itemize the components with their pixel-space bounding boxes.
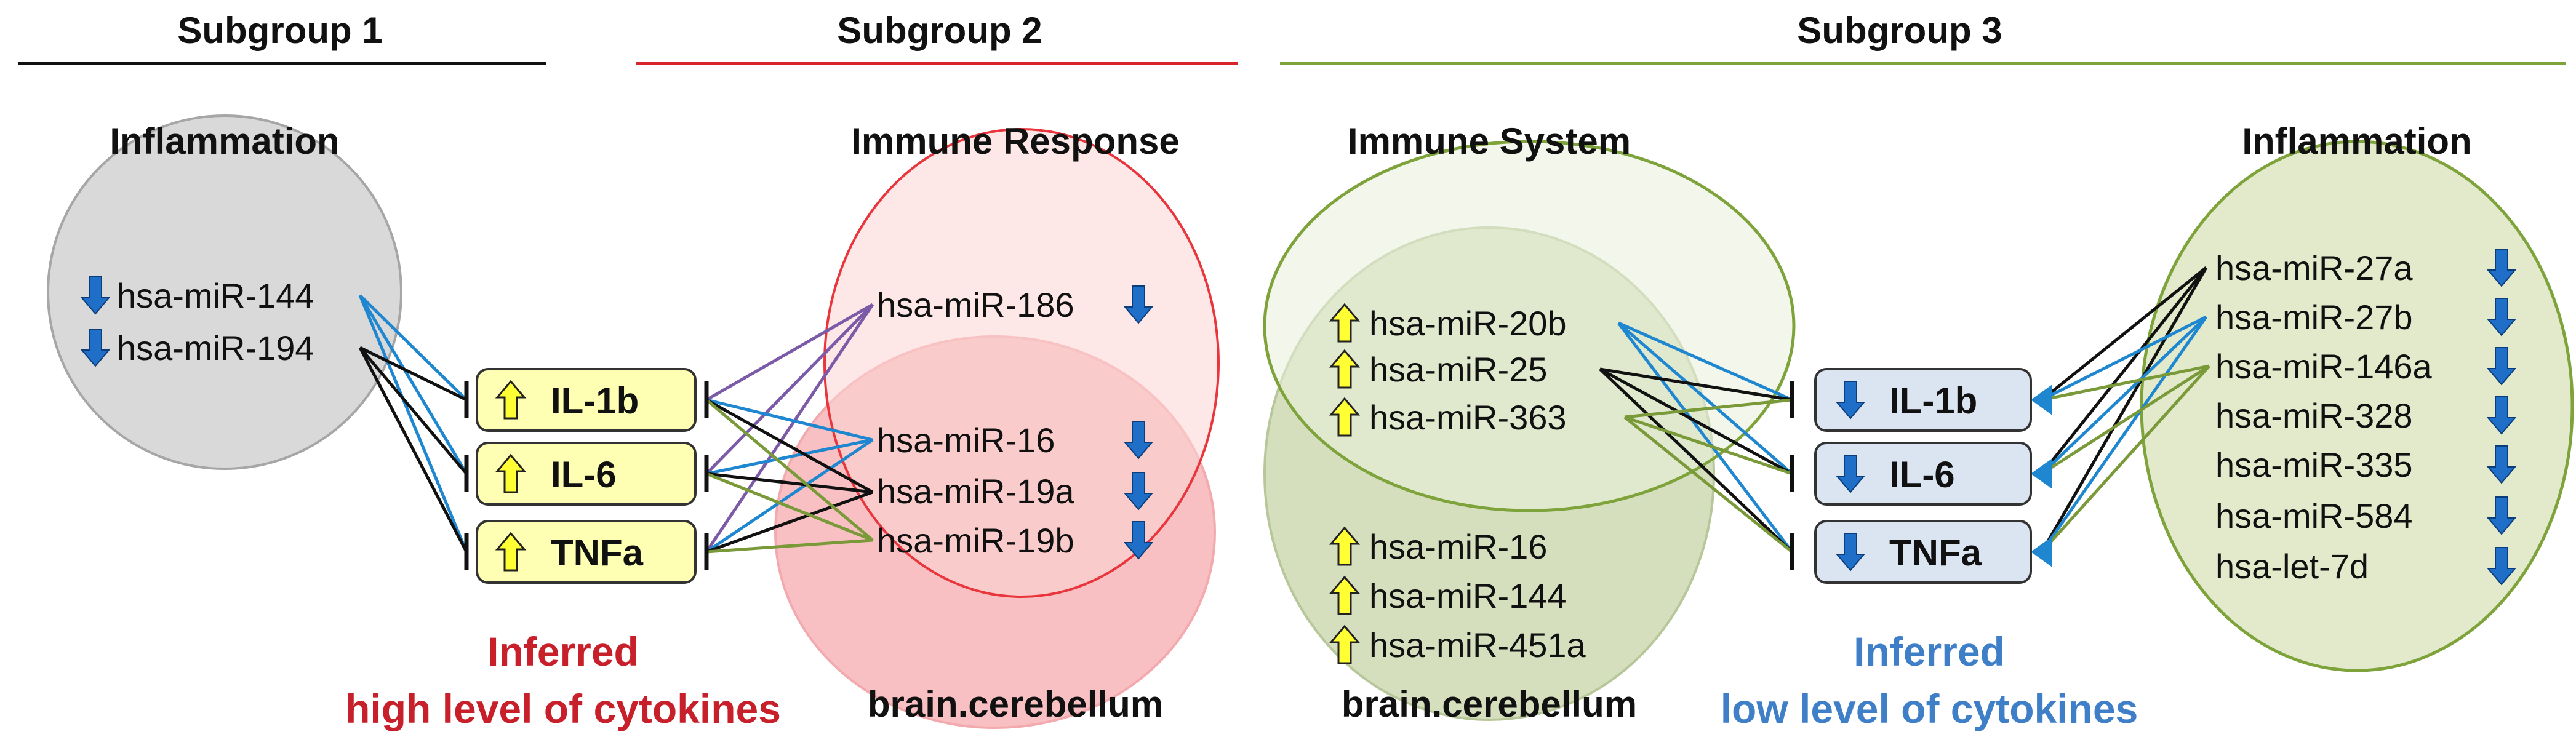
interaction-edges [358,266,2210,567]
subgroup2-section-title: Immune Response [851,121,1179,162]
edge [1624,415,1793,476]
edge [2041,266,2207,401]
edge [705,399,874,541]
subgroup3-left-mirna-list: hsa-miR-20b hsa-miR-25 hsa-miR-363 hsa-m… [1330,303,1586,664]
mirna-label: hsa-miR-328 [2215,396,2413,435]
mirna-label: hsa-miR-144 [1369,576,1567,615]
cytokine-box-il6 [1814,442,2032,506]
mirna-label: hsa-let-7d [2215,547,2369,586]
edge [1624,398,1793,419]
subgroup3-immune-system-title: Immune System [1348,121,1631,162]
edge [2040,266,2208,553]
edge [705,438,874,554]
edge [1617,322,1793,475]
edge [2041,266,2207,475]
edge [1599,367,1793,476]
edge [1599,368,1793,553]
cytokine-label: IL-6 [551,454,617,495]
mirna-label: hsa-miR-16 [877,421,1055,460]
subgroup2-immune-response-ellipse [823,128,1220,598]
subgroup1-inferred-line2: high level of cytokines [345,686,781,731]
mirna-label: hsa-miR-19b [877,521,1074,560]
cytokine-label: TNFa [1889,532,1982,573]
edge [2040,316,2208,553]
arrowhead [2031,458,2052,489]
edge [1617,322,1793,553]
mirna-label: hsa-miR-584 [2215,496,2413,535]
cytokine-box-il1b [476,368,697,432]
mirna-label: hsa-miR-146a [2215,347,2433,386]
edge [706,438,873,476]
cytokine-box-tnfa [476,520,697,584]
edge [359,294,468,401]
arrowhead [2031,536,2052,567]
edge [358,294,468,475]
subgroup3-inflammation-title: Inflammation [2242,121,2471,162]
edge [705,398,874,494]
mirna-label: hsa-miR-16 [1369,527,1547,566]
cytokine-label: IL-1b [1889,380,1977,421]
mirna-label: hsa-miR-19a [877,472,1074,511]
subgroup1-cytokines: IL-1b IL-6 TNFa [476,368,697,584]
edge [706,472,873,542]
cytokine-box-il1b [1814,368,2032,432]
mirna-label: hsa-miR-335 [2215,445,2413,484]
edge [2041,315,2207,402]
subgroup3-inferred-line2: low level of cytokines [1721,686,2138,731]
edge [706,398,873,442]
mirna-label: hsa-miR-194 [117,329,314,367]
subgroup2-header: Subgroup 2 [837,10,1042,51]
subgroup3-immune-system-ellipse [1263,140,1796,512]
subgroup1-inflammation-circle [47,114,402,470]
edge [705,303,874,402]
subgroup1-mirna-list: hsa-miR-144 hsa-miR-194 [81,276,314,367]
edge [2041,364,2210,476]
edge [706,538,873,554]
edge [706,490,873,554]
mirna-label: hsa-miR-27b [2215,298,2413,337]
subgroup3-header: Subgroup 3 [1797,10,2002,51]
edge [1617,321,1793,402]
subgroup2-tissue-label: brain.cerebellum [868,683,1163,725]
mirna-label: hsa-miR-25 [1369,350,1547,389]
subgroup3-inflammation-ellipse [2140,140,2574,672]
edge [706,472,873,494]
edge [2041,316,2207,475]
subgroup2-mirna-list: hsa-miR-186 hsa-miR-16 hsa-miR-19a hsa-m… [877,285,1153,560]
subgroup1-inferred-line1: Inferred [487,629,639,674]
cytokine-box-il6 [476,442,697,506]
edge [2041,364,2210,402]
subgroup1-header: Subgroup 1 [177,10,382,51]
edge [705,303,874,475]
edge [705,303,874,553]
subgroup3-tissue-label: brain.cerebellum [1342,683,1637,725]
mirna-label: hsa-miR-363 [1369,398,1567,437]
edge [358,295,468,552]
subgroup3-cytokines: IL-1b IL-6 TNFa [1814,368,2032,584]
subgroup3-right-mirna-list: hsa-miR-27a hsa-miR-27b hsa-miR-146a hsa… [2215,249,2516,586]
mirna-label: hsa-miR-20b [1369,304,1567,343]
cytokine-label: IL-6 [1889,454,1955,495]
inhibition-bars [464,381,1794,570]
cytokine-box-tnfa [1814,520,2032,584]
edge [358,346,468,553]
subgroup1-section-title: Inflammation [110,121,339,162]
cytokine-label: TNFa [551,532,644,573]
edge [359,346,468,475]
arrowhead [2031,384,2052,415]
edge [1599,367,1793,402]
mirna-label: hsa-miR-27a [2215,249,2413,287]
mirna-label: hsa-miR-186 [877,285,1074,324]
mirna-label: hsa-miR-451a [1369,626,1586,664]
cytokine-label: IL-1b [551,380,639,421]
subgroup3-inferred-line1: Inferred [1854,629,2005,674]
edge [2041,365,2210,553]
mirna-label: hsa-miR-144 [117,276,314,315]
edge [359,346,468,402]
edge [1623,416,1793,553]
